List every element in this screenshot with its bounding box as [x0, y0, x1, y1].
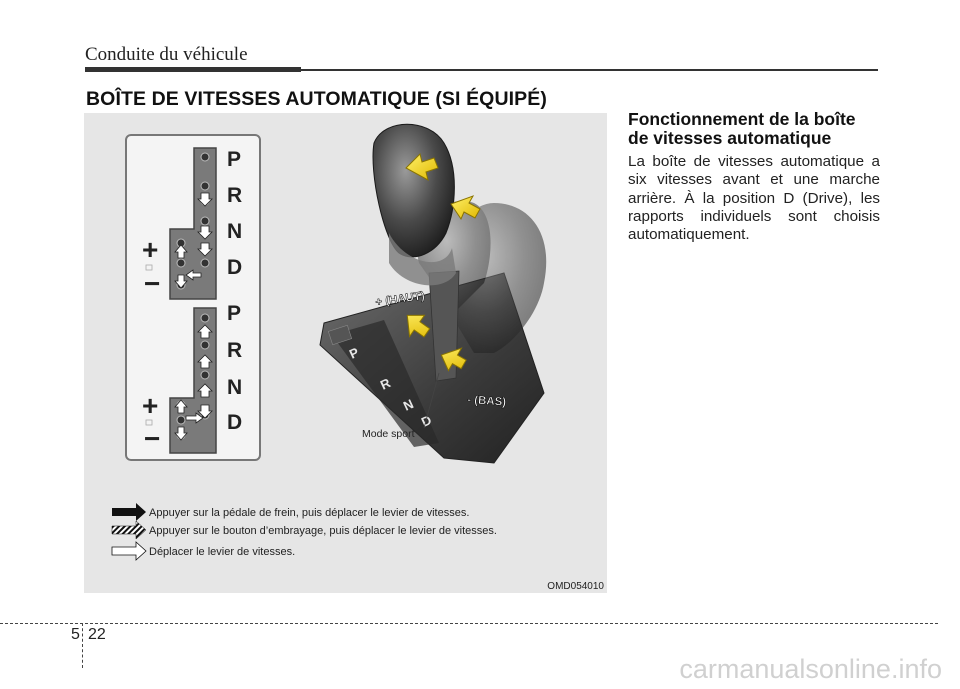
footer-rule — [0, 623, 938, 624]
outline-arrow-icon — [112, 542, 146, 560]
figure-code: OMD054010 — [547, 581, 604, 592]
legend-text: Appuyer sur le bouton d’embrayage, puis … — [149, 525, 497, 537]
subsection-body: La boîte de vitesses automatique a six v… — [628, 153, 880, 244]
header-rule-thick — [85, 67, 301, 72]
figure-panel: P R N D P R N D + − + − — [84, 113, 607, 593]
minus-symbol: − — [144, 423, 160, 454]
gate-top-letter: P — [227, 148, 241, 171]
section-title: BOÎTE DE VITESSES AUTOMATIQUE (SI ÉQUIPÉ… — [86, 88, 547, 111]
plus-symbol: + — [142, 390, 158, 421]
hatched-arrow-icon — [112, 521, 146, 539]
subsection-heading: Fonctionnement de la boîte de vitesses a… — [628, 110, 880, 148]
legend-text: Appuyer sur la pédale de frein, puis dép… — [149, 507, 469, 519]
minus-symbol: − — [144, 268, 160, 299]
gate-bottom-letter: P — [227, 302, 241, 325]
plus-symbol: + — [142, 234, 158, 265]
header-rule-thin — [301, 69, 878, 71]
solid-arrow-icon — [112, 503, 146, 521]
footer-vrule — [82, 623, 83, 668]
gate-top-letter: D — [227, 256, 242, 279]
gate-bottom-letter: D — [227, 411, 242, 434]
watermark: carmanualsonline.info — [679, 654, 942, 685]
legend-text: Déplacer le levier de vitesses. — [149, 546, 295, 558]
gate-bottom-letter: N — [227, 376, 242, 399]
chapter-number: 5 — [71, 626, 80, 644]
running-head: Conduite du véhicule — [85, 44, 248, 66]
gate-bottom-letter: R — [227, 339, 242, 362]
shifter-knob — [373, 124, 454, 257]
gate-top-letter: N — [227, 220, 242, 243]
page-number: 22 — [88, 626, 106, 644]
gear-shift-illustration: P R N D P R N D + − + − — [84, 113, 607, 593]
gate-top-letter: R — [227, 184, 242, 207]
label-mode-sport: Mode sport — [362, 428, 415, 440]
